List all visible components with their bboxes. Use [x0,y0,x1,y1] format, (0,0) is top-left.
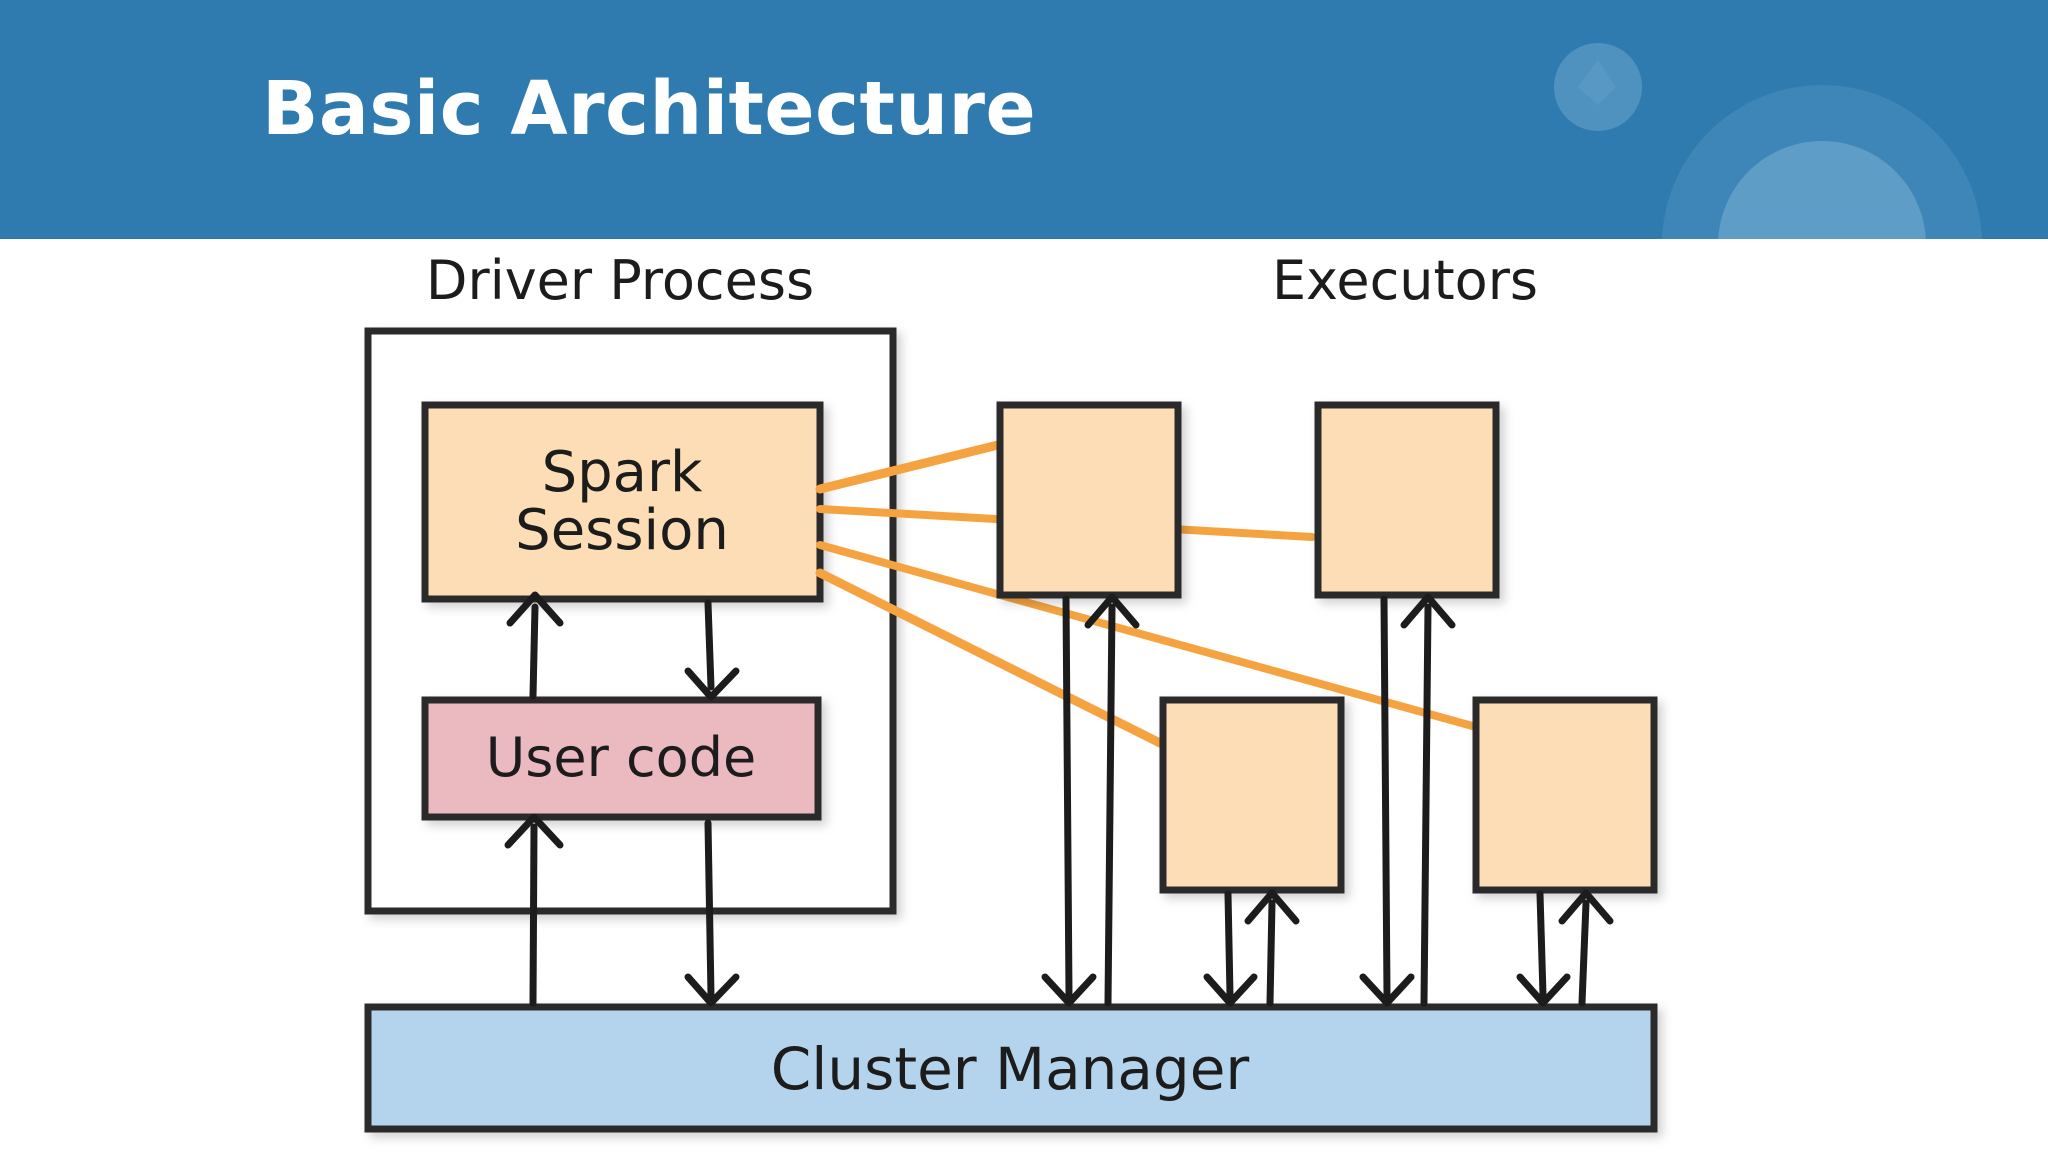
arrow-user-to-session [529,603,539,700]
arrow-session-to-user-head [684,667,740,701]
user-code-box [421,696,822,821]
arrow-exec4-up-head [1558,889,1614,925]
arrow-exec1-down [1062,595,1073,999]
link-executor-3 [815,568,1165,748]
spark-session-box [421,401,824,603]
arrow-exec1-down-head [1041,973,1097,1007]
arrow-cluster-to-user [529,823,538,1007]
driver-process-label: Driver Process [426,249,814,312]
executor-box-1 [996,401,1182,599]
spark-session-label-line2: Session [515,498,729,563]
arrow-exec3-down-head [1203,973,1258,1007]
user-code-label: User code [486,726,756,789]
arrow-exec2-up-head [1400,593,1456,629]
header-background [0,0,2048,239]
executor-box-4 [1472,696,1658,894]
arrow-exec3-down [1224,890,1234,999]
slide-title: Basic Architecture [262,66,1037,152]
arrow-exec4-down-head [1516,973,1571,1007]
arrow-session-to-user [704,599,715,691]
decor-circle-inner [1718,141,1926,239]
arrow-user-to-cluster [704,819,715,999]
executor-box-3 [1159,696,1345,894]
slide-header: Basic Architecture [0,0,2048,239]
arrow-exec4-up [1578,899,1590,1007]
link-executor-1 [815,440,1003,494]
arrow-exec1-up [1104,603,1116,1007]
arrow-cluster-to-user-head [504,813,564,849]
link-executor-4 [816,541,1480,731]
executors-label: Executors [1272,249,1538,312]
cluster-manager-label: Cluster Manager [771,1035,1250,1103]
arrow-exec2-down [1380,595,1391,999]
architecture-diagram: Driver Process Executors Spark Session U… [364,249,1658,1133]
arrows [504,591,1614,1007]
arrow-exec3-up-head [1244,889,1300,925]
cluster-manager-bar [364,1003,1658,1133]
arrow-exec3-up [1266,899,1276,1007]
executor-box-2 [1314,401,1500,599]
arrow-user-to-cluster-head [684,973,740,1007]
arrow-exec4-down [1536,890,1547,999]
arrow-user-to-session-head [506,591,564,627]
arrow-exec2-up [1420,603,1432,1007]
arrow-exec2-down-head [1359,973,1415,1007]
spark-session-label-line1: Spark [542,440,703,505]
arrow-exec1-up-head [1084,593,1140,629]
